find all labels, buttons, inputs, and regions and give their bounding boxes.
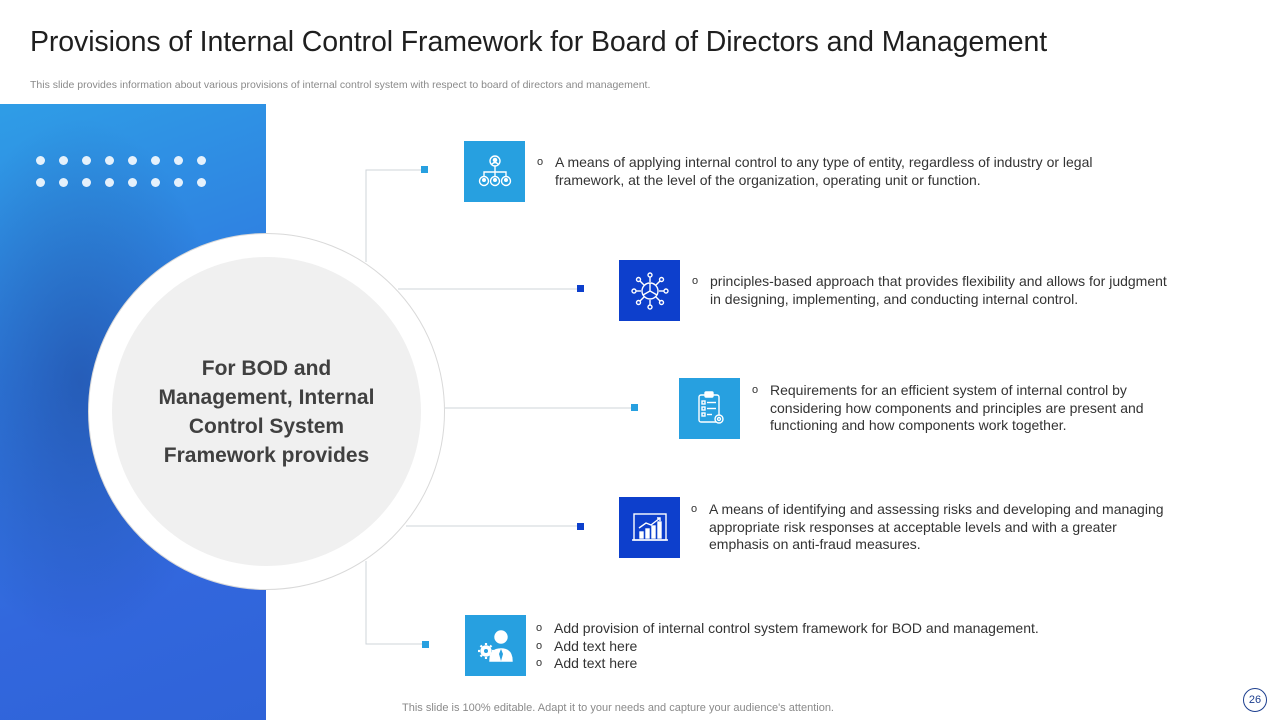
list-item: o A means of applying internal control to… <box>537 154 1097 189</box>
list-item: o principles-based approach that provides… <box>692 273 1172 308</box>
clipboard-gear-icon <box>679 378 740 439</box>
bullet-marker: o <box>536 657 543 669</box>
list-item: o Add text here <box>536 655 1096 673</box>
bullet-marker: o <box>691 503 698 515</box>
bullet-text: A means of identifying and assessing ris… <box>709 501 1164 552</box>
center-text: For BOD and Management, Internal Control… <box>158 356 375 467</box>
slide-subtitle: This slide provides information about va… <box>30 79 651 91</box>
center-circle: For BOD and Management, Internal Control… <box>112 257 421 566</box>
list-item: o Add text here <box>536 638 1096 656</box>
businessman-gear-icon <box>465 615 526 676</box>
slide-title: Provisions of Internal Control Framework… <box>30 26 1048 58</box>
bullet-text: Requirements for an efficient system of … <box>770 382 1144 433</box>
connector-marker <box>631 404 638 411</box>
item-1-text: o A means of applying internal control to… <box>537 154 1097 189</box>
bullet-marker: o <box>752 384 759 396</box>
hierarchy-icon <box>464 141 525 202</box>
growth-chart-icon <box>619 497 680 558</box>
bullet-marker: o <box>537 156 544 168</box>
footer-note: This slide is 100% editable. Adapt it to… <box>402 702 834 714</box>
item-3-text: o Requirements for an efficient system of… <box>752 382 1172 435</box>
decorative-dots <box>36 156 216 187</box>
bullet-text: principles-based approach that provides … <box>710 273 1167 307</box>
item-2-text: o principles-based approach that provides… <box>692 273 1172 308</box>
bullet-text: Add text here <box>554 637 638 654</box>
bullet-marker: o <box>536 622 543 634</box>
network-pie-icon <box>619 260 680 321</box>
bullet-text: Add text here <box>554 655 638 671</box>
bullet-marker: o <box>536 639 543 652</box>
connector-marker <box>577 523 584 530</box>
bullet-marker: o <box>692 275 699 287</box>
list-item: o Add provision of internal control syste… <box>536 620 1096 638</box>
item-5-text: o Add provision of internal control syste… <box>536 620 1096 673</box>
connector-marker <box>577 285 584 292</box>
bullet-text: Add provision of internal control system… <box>554 620 1039 636</box>
list-item: o A means of identifying and assessing ri… <box>691 501 1171 554</box>
connector-marker <box>421 166 428 173</box>
connector-marker <box>422 641 429 648</box>
list-item: o Requirements for an efficient system of… <box>752 382 1172 435</box>
page-number: 26 <box>1243 688 1267 712</box>
bullet-text: A means of applying internal control to … <box>555 154 1093 188</box>
item-4-text: o A means of identifying and assessing ri… <box>691 501 1171 554</box>
